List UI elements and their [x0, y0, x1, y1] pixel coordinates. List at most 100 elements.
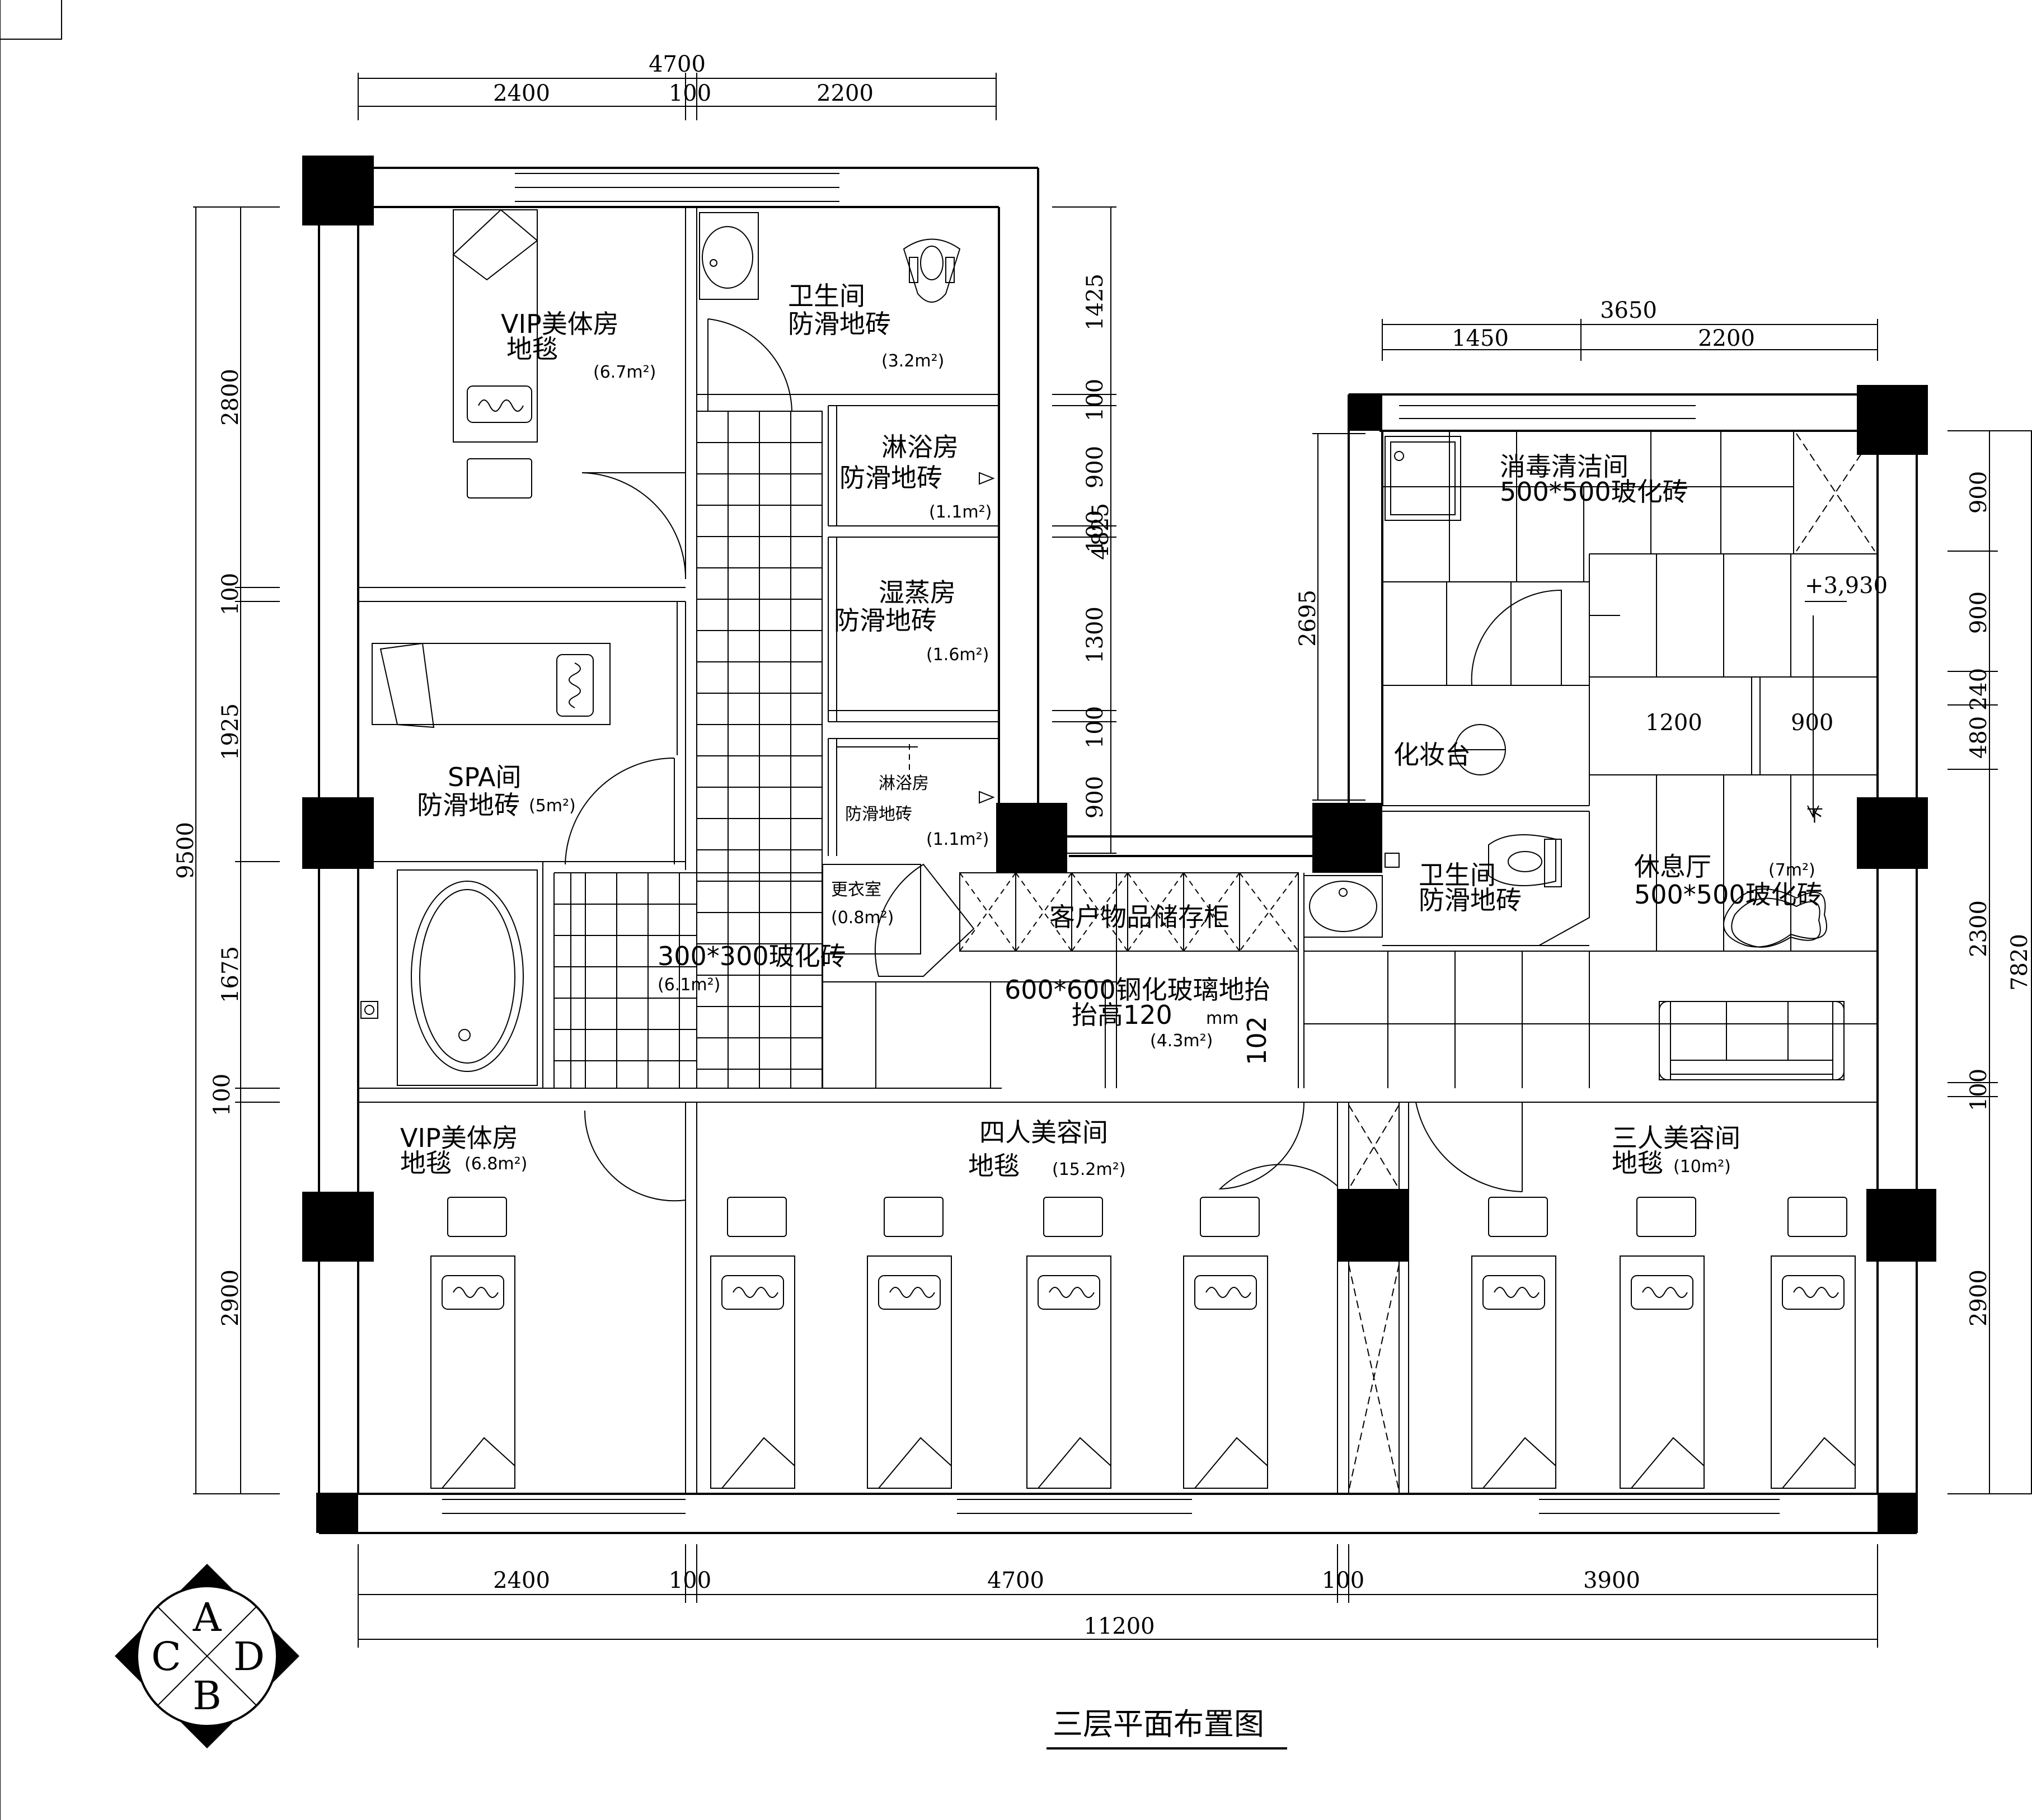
vip2-name: VIP美体房 [400, 1123, 518, 1153]
bed-part [1205, 1287, 1251, 1298]
vip1-area: (6.7m²) [593, 363, 656, 382]
spa-name: SPA间 [448, 762, 521, 792]
bed-part [1481, 1437, 1556, 1489]
shower2-name: 淋浴房 [879, 774, 929, 793]
shower-fixtures [837, 472, 995, 804]
bed-part [1787, 1197, 1847, 1237]
changing-area: (0.8m²) [831, 908, 894, 928]
bed-part [1194, 1275, 1257, 1310]
dim-right-a: 1450 [1452, 326, 1509, 351]
bed-part [1200, 1197, 1260, 1237]
dim-left-a: 2800 [218, 369, 243, 426]
corridor-area: (6.1m²) [658, 975, 720, 995]
dim-middle: 4825 1425 100 900 100 1300 100 900 [1052, 206, 1116, 854]
bed [430, 1197, 515, 1489]
bed-part [1038, 1275, 1100, 1310]
title-text: 三层平面布置图 [1053, 1706, 1264, 1742]
makeup-name: 化妆台 [1393, 740, 1471, 770]
columns [302, 156, 1936, 1533]
bed-part [884, 1197, 944, 1237]
dim-right-top: 3650 1450 2200 [1382, 298, 1878, 361]
dim-left-f: 2900 [218, 1269, 243, 1327]
compass-top: A [193, 1595, 222, 1640]
four-floor: 地毯 [968, 1151, 1020, 1181]
dim-bot-d: 100 [1322, 1568, 1364, 1593]
bed-part [733, 1287, 778, 1298]
dim-far-b: 900 [1966, 591, 1992, 634]
spa-area: (5m²) [529, 796, 576, 816]
partitions-left [358, 207, 1878, 1494]
bed-part [1636, 1197, 1696, 1237]
disinfect-name: 消毒清洁间 [1500, 452, 1629, 482]
dim-mid-b: 100 [1082, 379, 1108, 421]
spa-floor: 防滑地砖 [417, 790, 520, 820]
partitions-right [1298, 431, 1878, 1494]
dim-mid-g: 900 [1082, 776, 1108, 819]
bed [1471, 1197, 1556, 1489]
changing-name: 更衣室 [831, 880, 881, 900]
dim-left: 9500 2800 100 1925 1675 100 2900 [173, 206, 280, 1494]
bed [1026, 1197, 1111, 1489]
bed-part [447, 1197, 507, 1237]
glass-floor-area: (4.3m²) [1150, 1031, 1213, 1051]
dim-top: 4700 2400 100 2200 [358, 51, 997, 120]
doors [565, 318, 1562, 1202]
disinfect-floor: 500*500玻化砖 [1500, 477, 1688, 507]
dim-top-c: 2200 [816, 81, 874, 106]
shower1-floor: 防滑地砖 [839, 463, 942, 493]
three-area: (10m²) [1673, 1157, 1731, 1177]
dim-top-total: 4700 [649, 51, 706, 77]
bed-part [710, 1255, 795, 1489]
wc1-floor: 防滑地砖 [788, 309, 891, 339]
dim-bot-a: 2400 [493, 1568, 550, 1593]
vip2-floor: 地毯 [400, 1148, 452, 1178]
bed-part [1781, 1437, 1856, 1489]
bed-part [720, 1437, 795, 1489]
bed-part [1036, 1437, 1111, 1489]
dim-far-right: 900 900 240 480 2300 100 2900 7820 [1947, 430, 2032, 1494]
four-area: (15.2m²) [1052, 1160, 1125, 1179]
disinfect-sink [1385, 436, 1461, 521]
bed-part [1026, 1255, 1111, 1489]
lounge-furniture [1659, 888, 1845, 1080]
dim-left-total: 9500 [173, 822, 199, 879]
bed-part [1049, 1287, 1095, 1298]
exterior-walls [318, 157, 1918, 1534]
wc2-name: 卫生间 [1419, 860, 1496, 890]
vip2-area: (6.8m²) [464, 1154, 527, 1174]
dim-far-d: 480 [1966, 716, 1992, 759]
three-floor: 地毯 [1612, 1148, 1663, 1178]
three-name: 三人美容间 [1612, 1123, 1740, 1153]
dim-left-c: 1925 [218, 703, 243, 760]
lounge-name: 休息厅 [1634, 852, 1711, 882]
dim-right-b: 2200 [1698, 326, 1755, 351]
shower1-area: (1.1m²) [929, 502, 992, 522]
compass: A C D B [115, 1564, 299, 1748]
bed-part [430, 1255, 515, 1489]
dim-mid-a: 1425 [1082, 274, 1108, 331]
glass-floor-unit: mm [1206, 1009, 1238, 1028]
dim-bot-total: 11200 [1083, 1614, 1155, 1639]
bed-part [1471, 1255, 1556, 1489]
steam-floor: 防滑地砖 [834, 605, 937, 636]
wc2-floor: 防滑地砖 [1419, 885, 1522, 915]
bed [1620, 1197, 1705, 1489]
dim-top-b: 100 [669, 81, 711, 106]
dim-bot-e: 3900 [1583, 1568, 1640, 1593]
bed-part [1771, 1255, 1856, 1489]
bed-part [877, 1437, 952, 1489]
bed-part [1620, 1255, 1705, 1489]
bed-part [1631, 1275, 1693, 1310]
steam-name: 湿蒸房 [879, 577, 956, 608]
bed-vip1 [452, 209, 538, 498]
dim-far-f: 100 [1966, 1069, 1992, 1111]
dim-mid-c: 900 [1082, 446, 1108, 488]
bed-part [727, 1197, 787, 1237]
vip1-name: VIP美体房 [501, 309, 619, 339]
dim-right-total: 3650 [1600, 298, 1657, 323]
bed-part [1793, 1287, 1839, 1298]
bed [1771, 1197, 1856, 1489]
stair-elevation: +3,930 [1805, 573, 1888, 599]
storage-name: 客户物品储存柜 [1049, 902, 1229, 932]
bed [867, 1197, 952, 1489]
